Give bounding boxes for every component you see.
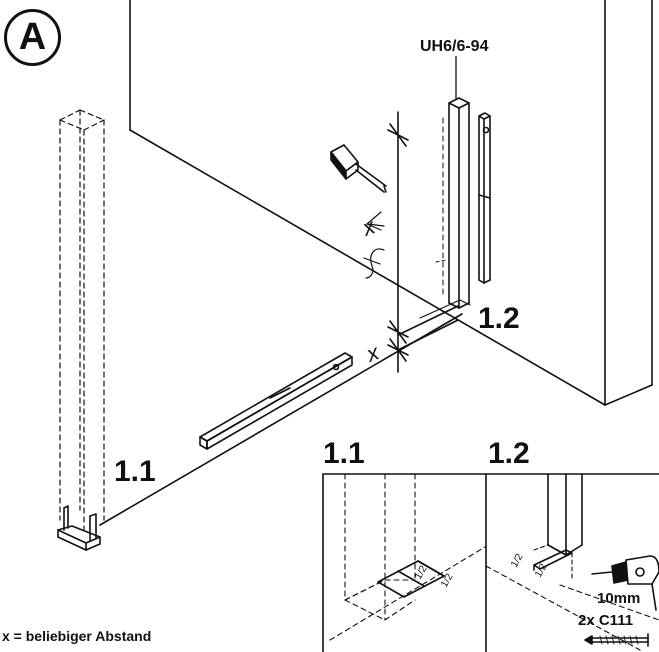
section-letter: A bbox=[18, 16, 47, 58]
screw-icon bbox=[584, 633, 649, 647]
vertical-profile bbox=[435, 97, 470, 309]
detail-title-1-1: 1.1 bbox=[323, 437, 365, 470]
detail-title-1-2: 1.2 bbox=[488, 437, 530, 470]
dim-mark-x-bottom: x bbox=[362, 339, 383, 367]
plumb-icon bbox=[363, 248, 385, 279]
detail-box-1-2 bbox=[485, 473, 659, 652]
floor-bar bbox=[199, 352, 353, 450]
detail-box-1-1 bbox=[322, 473, 487, 652]
step-label-1-1: 1.1 bbox=[114, 455, 156, 488]
angle-icon bbox=[366, 211, 385, 231]
drill-size-label: 10mm bbox=[597, 590, 641, 607]
tape-measure-icon bbox=[330, 144, 387, 193]
floor-bracket bbox=[57, 505, 101, 551]
dim-mark-x-top: x bbox=[358, 213, 379, 241]
floor-line bbox=[99, 313, 463, 526]
section-letter-badge: A bbox=[4, 9, 61, 66]
distance-note: x = beliebiger Abstand bbox=[2, 628, 152, 644]
step-label-1-2: 1.2 bbox=[478, 302, 520, 335]
part-code-label: UH6/6-94 bbox=[420, 38, 489, 55]
dimension-line bbox=[387, 111, 471, 373]
dashed-post bbox=[59, 109, 105, 531]
screw-callout-label: 2x C111 bbox=[578, 612, 634, 629]
cabinet-panel bbox=[129, 0, 653, 406]
side-strip bbox=[478, 112, 491, 284]
half-mark-detail-3: 1/2 bbox=[509, 552, 526, 570]
drill-icon bbox=[591, 555, 659, 611]
